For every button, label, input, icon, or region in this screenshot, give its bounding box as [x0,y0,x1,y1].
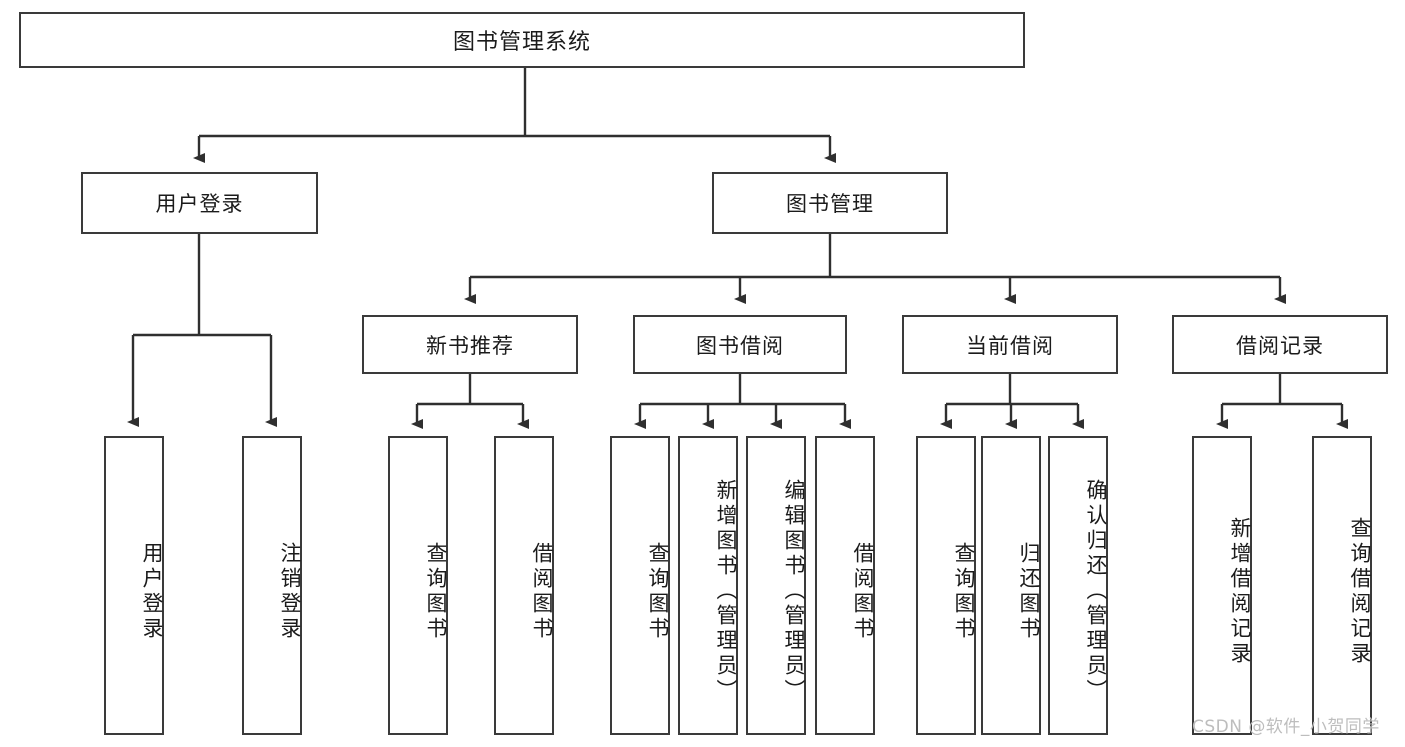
leaf-new-book-borrow[interactable]: 借阅图书 [494,436,554,735]
leaf-borrow-query-book[interactable]: 查询图书 [610,436,670,735]
leaf-current-confirm-return-admin[interactable]: 确认归还（管理员） [1048,436,1108,735]
leaf-current-return-book[interactable]: 归还图书 [981,436,1041,735]
leaf-record-query-record[interactable]: 查询借阅记录 [1312,436,1372,735]
node-current-borrow[interactable]: 当前借阅 [902,315,1118,374]
leaf-user-login-signin[interactable]: 用户登录 [104,436,164,735]
node-borrow-record[interactable]: 借阅记录 [1172,315,1388,374]
leaf-borrow-edit-book-admin[interactable]: 编辑图书（管理员） [746,436,806,735]
node-book-borrow[interactable]: 图书借阅 [633,315,847,374]
node-new-book-recommend[interactable]: 新书推荐 [362,315,578,374]
watermark-csdn: CSDN @软件_小贺同学 [1192,717,1380,737]
leaf-record-add-record[interactable]: 新增借阅记录 [1192,436,1252,735]
node-user-login[interactable]: 用户登录 [81,172,318,234]
leaf-new-book-query[interactable]: 查询图书 [388,436,448,735]
node-root-system[interactable]: 图书管理系统 [19,12,1025,68]
leaf-current-query-book[interactable]: 查询图书 [916,436,976,735]
node-book-management[interactable]: 图书管理 [712,172,948,234]
leaf-user-login-signout[interactable]: 注销登录 [242,436,302,735]
leaf-borrow-borrow-book[interactable]: 借阅图书 [815,436,875,735]
leaf-borrow-add-book-admin[interactable]: 新增图书（管理员） [678,436,738,735]
